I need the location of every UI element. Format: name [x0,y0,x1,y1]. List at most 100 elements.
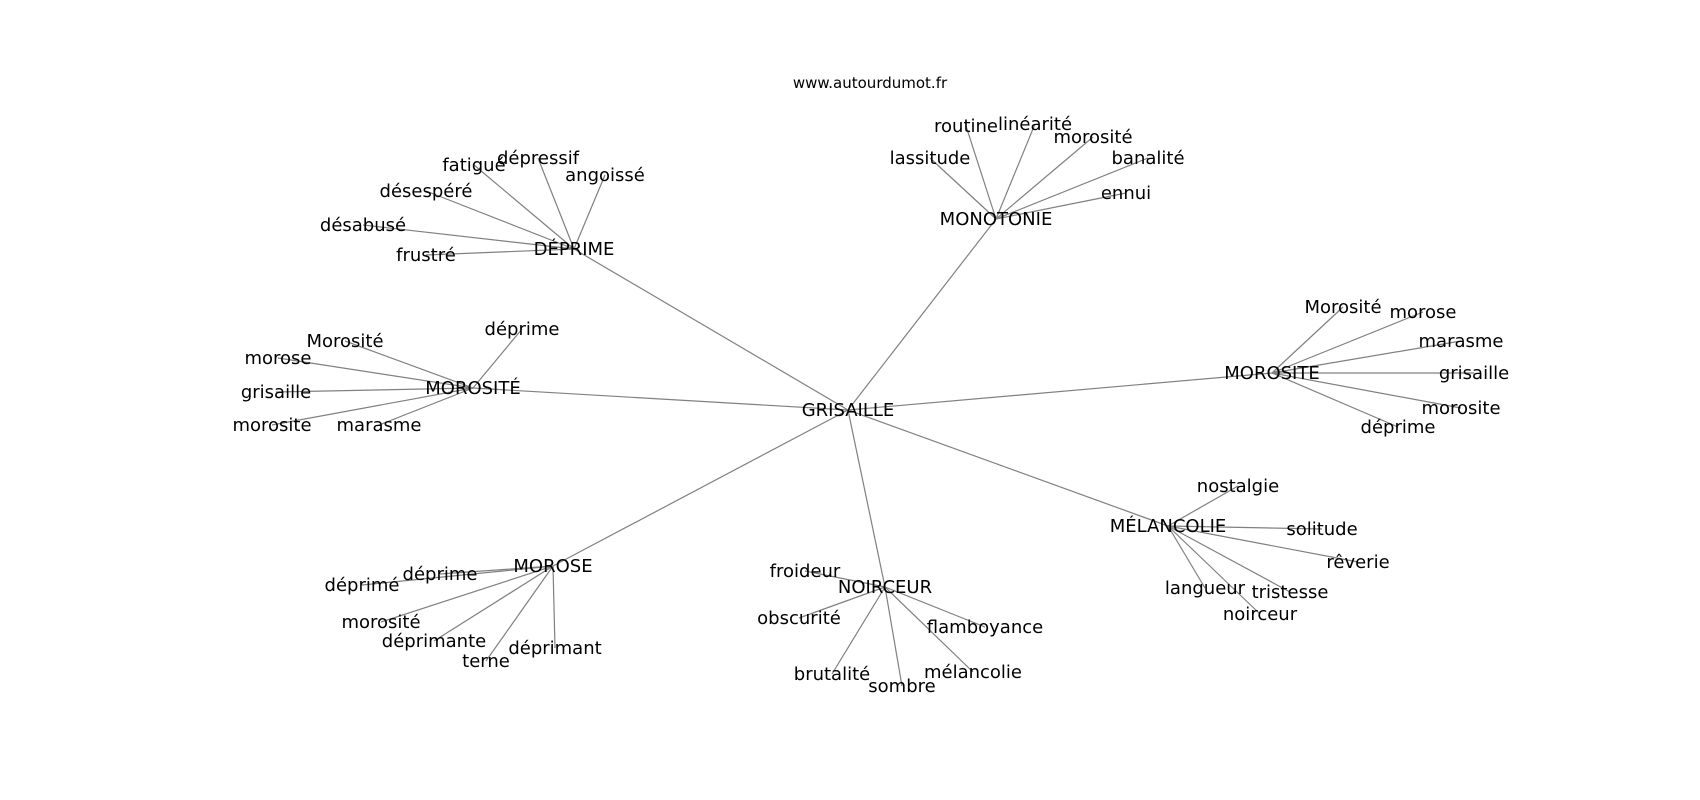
cluster-node-noirceur[interactable]: NOIRCEUR [838,577,932,598]
leaf-node-depriime-4[interactable]: désabusé [320,215,406,236]
edge-morosite-right-leaf-0 [1271,306,1344,374]
leaf-node-morose-0[interactable]: déprime [403,564,478,585]
edge-morose-leaf-5 [552,565,556,649]
source-label: www.autourdumot.fr [793,74,948,92]
edge-morosite-left-leaf-0 [472,328,523,389]
edge-morosite-right-leaf-5 [1271,372,1399,428]
leaf-node-noirceur-1[interactable]: obscurité [757,608,841,629]
edge-morosite-left-leaf-4 [271,387,474,426]
leaf-node-noirceur-2[interactable]: flamboyance [927,617,1043,638]
leaf-node-morose-1[interactable]: déprimé [325,575,400,596]
cluster-node-morosite-left[interactable]: MOROSITÉ [425,377,520,399]
leaf-node-melancolie-5[interactable]: noirceur [1223,604,1298,625]
edge-melancolie-leaf-1 [1167,525,1323,530]
leaf-node-melancolie-2[interactable]: rêverie [1326,552,1389,573]
edge-root-noirceur [847,409,886,588]
edge-morose-leaf-1 [361,565,554,586]
edge-morose-leaf-2 [380,565,554,623]
leaf-node-noirceur-4[interactable]: sombre [868,676,935,697]
edge-monotonie-leaf-3 [929,157,997,220]
edge-melancolie-leaf-0 [1167,485,1239,527]
leaf-node-morose-5[interactable]: déprimant [508,638,601,659]
leaf-node-morosite-left-4[interactable]: morosite [232,415,311,436]
leaf-node-noirceur-3[interactable]: brutalité [794,664,870,685]
edge-morosite-right-leaf-1 [1271,311,1424,374]
leaf-node-morosite-right-1[interactable]: morose [1389,302,1456,323]
leaf-node-noirceur-0[interactable]: froideur [770,561,841,582]
leaf-node-monotonie-0[interactable]: routine [934,116,998,137]
leaf-node-morosite-right-0[interactable]: Morosité [1304,297,1381,318]
edge-monotonie-leaf-0 [965,125,997,220]
leaf-node-morose-3[interactable]: déprimante [382,631,486,652]
edge-monotonie-leaf-5 [995,192,1127,220]
edge-melancolie-leaf-2 [1167,525,1359,563]
leaf-node-morose-2[interactable]: morosité [341,612,420,633]
edge-depriime-leaf-2 [573,174,606,250]
leaf-node-morosite-left-3[interactable]: grisaille [241,382,311,403]
edge-depriime-leaf-4 [362,224,575,250]
edge-noirceur-leaf-2 [884,586,986,628]
label-group: GRISAILLE DÉPRIME fatiguédépressifangoissé… [232,114,1509,697]
edge-morosite-left-leaf-2 [277,357,474,389]
leaf-node-depriime-3[interactable]: désespéré [380,181,473,202]
edge-root-morosite-left [472,387,849,411]
leaf-node-morosite-left-5[interactable]: marasme [337,415,422,436]
edge-root-monotonie [847,218,997,411]
leaf-node-melancolie-1[interactable]: solitude [1286,519,1357,540]
edge-morosite-right-leaf-4 [1271,372,1462,409]
leaf-node-depriime-5[interactable]: frustré [396,245,456,266]
cluster-node-depriime[interactable]: DÉPRIME [534,238,615,260]
leaf-node-depriime-2[interactable]: angoissé [565,165,645,186]
cluster-node-melancolie[interactable]: MÉLANCOLIE [1110,515,1227,537]
edge-morosite-left-leaf-3 [275,387,474,393]
edge-monotonie-leaf-2 [995,136,1094,220]
leaf-node-monotonie-3[interactable]: lassitude [890,148,971,169]
leaf-node-morose-4[interactable]: terne [462,651,510,672]
edge-morosite-left-leaf-1 [344,340,474,389]
leaf-node-monotonie-1[interactable]: linéarité [998,114,1072,135]
edge-depriime-leaf-5 [425,248,575,256]
leaf-node-morosite-right-3[interactable]: grisaille [1439,363,1509,384]
edge-morose-leaf-3 [433,565,554,642]
cluster-node-monotonie[interactable]: MONOTONIE [940,209,1053,230]
edge-noirceur-leaf-0 [804,570,886,588]
edge-noirceur-leaf-1 [798,586,886,619]
edge-monotonie-leaf-4 [995,157,1149,220]
leaf-node-morosite-left-0[interactable]: déprime [485,319,560,340]
edge-root-morose [552,409,849,567]
cluster-node-morosite-right[interactable]: MOROSITE [1224,363,1319,384]
leaf-node-morosite-left-1[interactable]: Morosité [306,331,383,352]
edge-noirceur-leaf-3 [831,586,886,675]
leaf-node-depriime-1[interactable]: dépressif [497,148,580,169]
root-node[interactable]: GRISAILLE [802,400,895,421]
leaf-node-monotonie-5[interactable]: ennui [1101,183,1151,204]
edge-group [271,123,1474,687]
leaf-node-morosite-right-5[interactable]: déprime [1361,417,1436,438]
edge-morosite-right-leaf-2 [1271,340,1462,374]
leaf-node-noirceur-5[interactable]: mélancolie [924,662,1022,683]
edge-morosite-left-leaf-5 [378,387,474,426]
leaf-node-monotonie-4[interactable]: banalité [1111,148,1184,169]
edge-depriime-leaf-1 [537,157,575,250]
leaf-node-melancolie-3[interactable]: tristesse [1252,582,1329,603]
cluster-node-morose[interactable]: MOROSE [513,556,592,577]
leaf-node-monotonie-2[interactable]: morosité [1053,127,1132,148]
edge-melancolie-leaf-4 [1167,525,1206,589]
edge-root-morosite-right [847,372,1273,411]
edge-root-melancolie [847,409,1169,527]
leaf-node-morosite-right-2[interactable]: marasme [1419,331,1504,352]
edge-noirceur-leaf-4 [884,586,903,687]
edge-noirceur-leaf-5 [884,586,974,673]
leaf-node-morosite-left-2[interactable]: morose [244,348,311,369]
leaf-node-morosite-right-4[interactable]: morosite [1421,398,1500,419]
edge-morose-leaf-4 [485,565,554,662]
edge-root-depriime [573,248,849,411]
edge-depriime-leaf-0 [473,164,575,250]
leaf-node-depriime-0[interactable]: fatigué [442,155,505,176]
edge-depriime-leaf-3 [425,190,575,250]
leaf-node-melancolie-4[interactable]: langueur [1165,578,1246,599]
edge-melancolie-leaf-3 [1167,525,1291,593]
leaf-node-melancolie-0[interactable]: nostalgie [1197,476,1279,497]
edge-monotonie-leaf-1 [995,123,1036,220]
